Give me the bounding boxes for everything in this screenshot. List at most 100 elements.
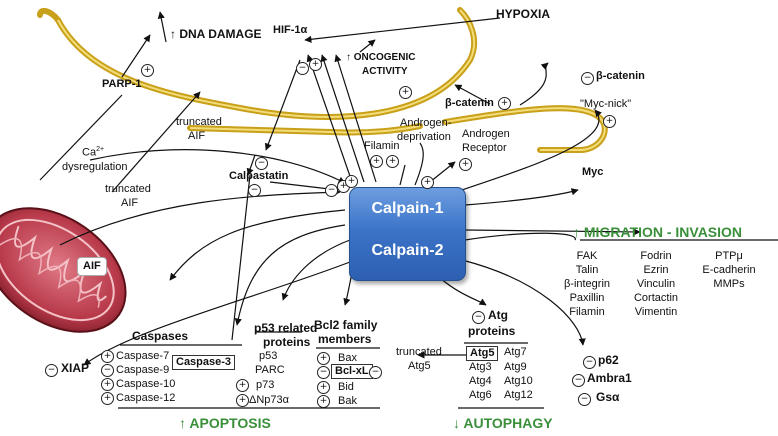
ca-dysregulation-line1: Ca2+ xyxy=(82,146,104,159)
plus-sign: + xyxy=(309,58,322,71)
plus-sign: + xyxy=(370,155,383,168)
plus-sign: + xyxy=(317,395,330,408)
minus-sign: − xyxy=(583,356,596,369)
caspase-12: Caspase-12 xyxy=(116,392,176,404)
migration-item: Ezrin xyxy=(643,264,669,276)
plus-sign: + xyxy=(459,158,472,171)
caspase-9: Caspase-9 xyxy=(116,364,170,376)
atg7-item: Atg7 xyxy=(504,346,527,358)
migration-item: FAK xyxy=(576,250,598,262)
plus-sign: + xyxy=(101,378,114,391)
plus-sign: + xyxy=(386,155,399,168)
plus-sign: + xyxy=(236,379,249,392)
androgen-deprivation-line2: deprivation xyxy=(397,131,451,143)
migration-item: Cortactin xyxy=(633,292,679,304)
truncated-atg5-line1: truncated xyxy=(396,346,442,358)
ca-sup: 2+ xyxy=(96,146,105,153)
atg10-item: Atg10 xyxy=(504,375,533,387)
androgen-receptor-line2: Receptor xyxy=(462,142,507,154)
p53-header-line1: p53 related xyxy=(254,321,318,335)
bak-item: Bak xyxy=(338,395,357,407)
oncogenic-line2: ACTIVITY xyxy=(362,66,408,77)
aif-label: AIF xyxy=(77,257,107,276)
caspases-header: Caspases xyxy=(132,329,189,343)
atg-header-line1: Atg xyxy=(488,308,508,322)
caspase-10: Caspase-10 xyxy=(116,378,176,390)
bcl-xl-box: Bcl-xL xyxy=(331,364,373,379)
calpain-box: Calpain-1 Calpain-2 xyxy=(349,187,466,281)
atg9-item: Atg9 xyxy=(504,361,527,373)
plus-sign: + xyxy=(399,86,412,99)
minus-sign: − xyxy=(578,393,591,406)
apoptosis-label: ↑ APOPTOSIS xyxy=(179,415,271,431)
migration-item: Paxillin xyxy=(569,292,605,304)
p73-item: p73 xyxy=(256,379,275,391)
beta-catenin-label: β-catenin xyxy=(445,97,494,109)
truncated-aif-top-line1: truncated xyxy=(176,116,222,128)
minus-sign: − xyxy=(101,364,114,377)
minus-sign: − xyxy=(317,366,330,379)
migration-col-2: Fodrin Ezrin Vinculin Cortactin Vimentin xyxy=(622,249,690,319)
bid-item: Bid xyxy=(338,381,354,393)
migration-item: E-cadherin xyxy=(702,264,756,276)
calpain-2-label: Calpain-2 xyxy=(371,242,444,259)
minus-sign: − xyxy=(45,364,58,377)
hif-label: HIF-1α xyxy=(273,24,308,36)
truncated-atg5-line2: Atg5 xyxy=(408,360,431,372)
parc-item: PARC xyxy=(255,364,285,376)
beta-catenin-top-label: β-catenin xyxy=(596,70,645,82)
migration-item: β-integrin xyxy=(563,278,611,290)
atg3-item: Atg3 xyxy=(469,361,492,373)
atg6-item: Atg6 xyxy=(469,389,492,401)
hypoxia-label: HYPOXIA xyxy=(496,7,551,21)
myc-nick-label: "Myc-nick" xyxy=(580,98,632,110)
plus-sign: + xyxy=(498,97,511,110)
migration-col-1: FAK Talin β-integrin Paxillin Filamin xyxy=(553,249,621,319)
minus-sign: − xyxy=(255,157,268,170)
androgen-deprivation-line1: Androgen- xyxy=(400,117,452,129)
calpain-1-label: Calpain-1 xyxy=(371,200,444,217)
minus-sign: − xyxy=(248,184,261,197)
plus-sign: + xyxy=(421,176,434,189)
calpastatin-label: Calpastatin xyxy=(229,170,289,182)
minus-sign: − xyxy=(572,374,585,387)
plus-sign: + xyxy=(317,381,330,394)
dna-damage-label: ↑ DNA DAMAGE xyxy=(170,27,262,41)
migration-item: Talin xyxy=(575,264,599,276)
filamin-label: Filamin xyxy=(364,140,400,152)
bax-item: Bax xyxy=(338,352,357,364)
gsa-label: Gsα xyxy=(596,390,620,404)
truncated-aif-mid-line2: AIF xyxy=(121,197,139,209)
atg-header-line2: proteins xyxy=(468,324,516,338)
atg12-item: Atg12 xyxy=(504,389,533,401)
p53-item: p53 xyxy=(259,350,278,362)
connector-lines xyxy=(39,11,778,409)
myc-label: Myc xyxy=(582,166,604,178)
plus-sign: + xyxy=(141,64,154,77)
ca-text: Ca xyxy=(82,146,97,159)
migration-item: Fodrin xyxy=(640,250,672,262)
plus-sign: + xyxy=(345,175,358,188)
plus-sign: + xyxy=(603,115,616,128)
plus-sign: + xyxy=(317,352,330,365)
mitochondrion xyxy=(0,207,127,333)
migration-item: PTPμ xyxy=(715,250,743,262)
truncated-aif-top-line2: AIF xyxy=(188,130,206,142)
autophagy-label: ↓ AUTOPHAGY xyxy=(453,415,553,431)
migration-item: Vinculin xyxy=(636,278,676,290)
plus-sign: + xyxy=(101,392,114,405)
migration-item: MMPs xyxy=(713,278,745,290)
bcl2-header-line1: Bcl2 family xyxy=(314,318,378,332)
truncated-aif-mid-line1: truncated xyxy=(105,183,151,195)
androgen-receptor-line1: Androgen xyxy=(462,128,510,140)
ambra1-label: Ambra1 xyxy=(587,371,632,385)
migration-item: Filamin xyxy=(569,306,605,318)
plus-sign: + xyxy=(236,394,249,407)
oncogenic-line1: ↑ ONCOGENIC xyxy=(346,52,416,63)
atg4-item: Atg4 xyxy=(469,375,492,387)
xiap-label: XIAP xyxy=(61,361,90,375)
parp-1-label: PARP-1 xyxy=(102,78,142,90)
ca-dysregulation-line2: dysregulation xyxy=(62,161,128,173)
